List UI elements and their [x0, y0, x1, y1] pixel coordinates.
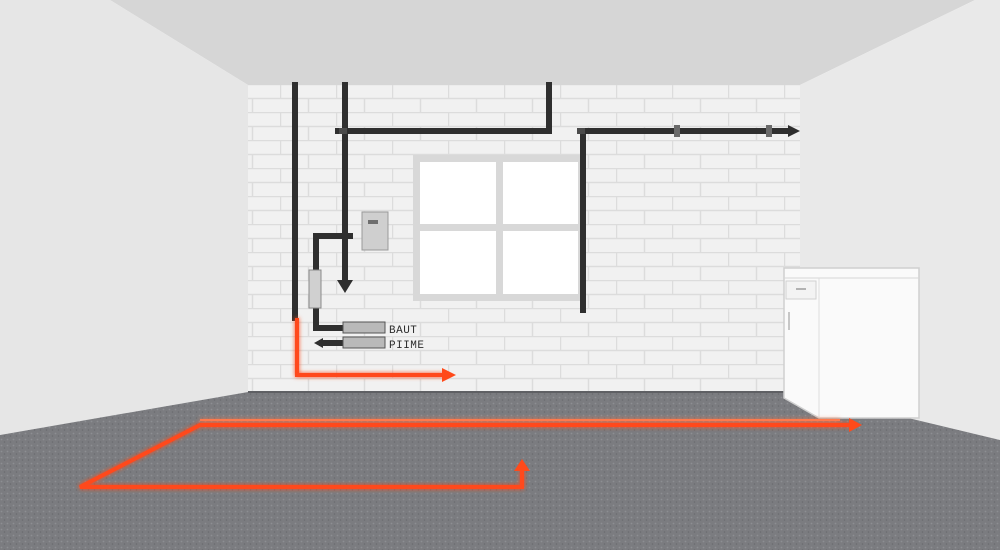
arrow-right-icon [788, 125, 800, 137]
heat-line-wall [295, 318, 444, 377]
heat-line-routes [79, 318, 852, 489]
heat-arrow-floor-right-icon [849, 418, 862, 432]
fitting-lower [342, 336, 386, 349]
ceiling [110, 0, 975, 85]
window [413, 155, 585, 301]
fitting-upper-label: BAUT [389, 325, 417, 337]
cabinet [783, 267, 920, 419]
arrow-left-icon [314, 338, 323, 348]
electrical-panel-icon [361, 211, 389, 251]
pipe-coupling [308, 269, 322, 309]
heat-arrow-up-icon [514, 459, 530, 471]
heat-arrow-right-icon [442, 368, 456, 382]
heat-line-floor-loop [79, 423, 852, 489]
floor [0, 392, 1000, 550]
fitting-upper [342, 321, 386, 334]
pipe-top-horizontal [335, 82, 552, 134]
left-wall [0, 0, 248, 435]
fitting-lower-label: PIIME [389, 340, 425, 352]
arrow-down-icon [337, 280, 353, 293]
